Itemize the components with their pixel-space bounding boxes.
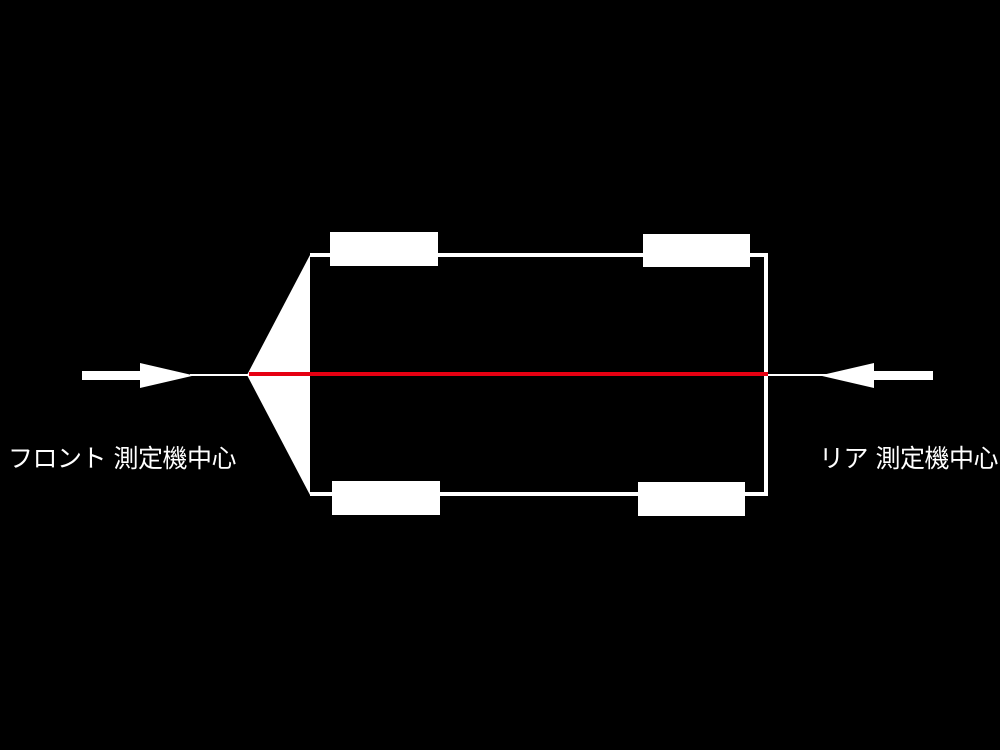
wheel-rear-right xyxy=(638,482,745,516)
wheel-front-left xyxy=(330,232,438,266)
wheel-rear-left xyxy=(643,234,750,267)
rear-measurement-center-label: リア 測定機中心 xyxy=(819,444,998,473)
rear-arrow xyxy=(768,363,933,388)
front-measurement-center-label: フロント 測定機中心 xyxy=(8,444,236,473)
front-arrow xyxy=(82,363,250,388)
wheel-front-right xyxy=(332,481,440,515)
